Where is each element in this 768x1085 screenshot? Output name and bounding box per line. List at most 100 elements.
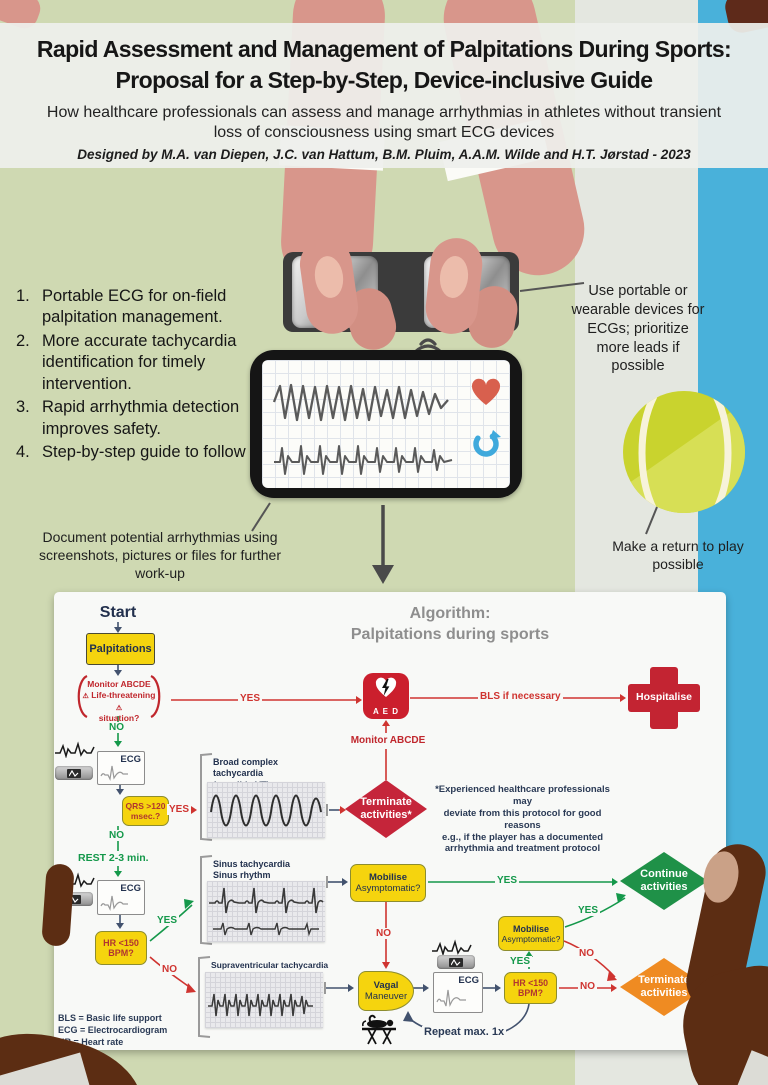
heartbeat-trace-icon: [432, 939, 472, 956]
no-label-hr2: NO: [578, 981, 597, 992]
hr-line1: HR <150: [103, 938, 139, 948]
terminate-line1: Terminate: [638, 973, 690, 986]
note-line1: *Experienced healthcare professionals ma…: [435, 784, 610, 807]
device-window: [449, 957, 463, 967]
yes-label-mobilise2: YES: [576, 905, 601, 916]
list-text: Step-by-step guide to follow: [42, 443, 246, 462]
yes-label-hr1: YES: [155, 915, 180, 926]
vt-waveform: [210, 794, 322, 827]
phone-ecg-trace-top: [272, 383, 449, 422]
monitor-abcde-question: Monitor ABCDE ⚠ Life-threatening ⚠ situa…: [80, 679, 158, 725]
list-item: 4. Step-by-step guide to follow: [16, 442, 250, 463]
hr-line2: BPM?: [518, 988, 543, 998]
ecg-card-icon: ECG: [97, 880, 145, 915]
list-item: 2. More accurate tachycardia identificat…: [16, 331, 250, 395]
broad-line1: Broad complex tachycardia: [213, 757, 279, 779]
algorithm-title: Algorithm: Palpitations during sports: [320, 604, 580, 646]
cross-horizontal: [628, 684, 700, 712]
hr-question-box: HR <150 BPM?: [504, 972, 557, 1004]
continue-line2: activities: [640, 881, 688, 893]
heart-icon: [471, 378, 501, 405]
mobilise-question-box: Mobilise Asymptomatic?: [350, 864, 426, 902]
mobilise-line1: Mobilise: [512, 923, 549, 934]
list-text: Rapid arrhythmia detection improves safe…: [42, 398, 240, 438]
tennis-ball: [623, 391, 745, 513]
sinus-waveform: [209, 887, 324, 937]
list-item: 3. Rapid arrhythmia detection improves s…: [16, 397, 250, 440]
yes-label-qrs: YES: [167, 804, 192, 815]
warning-icon: ⚠: [82, 693, 89, 701]
aed-icon: A E D: [363, 673, 409, 719]
note-line3: e.g., if the player has a documented: [441, 831, 603, 843]
list-number: 3.: [16, 398, 30, 417]
continue-line1: Continue: [640, 867, 688, 880]
document-annotation: Document potential arrhythmias using scr…: [39, 529, 281, 582]
no-label-lifethreatening: NO: [107, 722, 126, 733]
list-number: 1.: [16, 287, 30, 305]
return-to-play-annotation: Make a return to play possible: [612, 538, 744, 573]
start-label: Start: [99, 604, 137, 621]
hr-question-box: HR <150 BPM?: [95, 931, 147, 965]
palpitations-label: Palpitations: [89, 643, 152, 655]
hospitalise-label: Hospitalise: [635, 691, 693, 703]
no-label-qrs: NO: [107, 830, 126, 841]
note-line2: deviate from this protocol for good reas…: [443, 807, 602, 831]
ecg-handheld-device-icon: [55, 766, 93, 780]
aed-heart-bolt-icon: [375, 677, 397, 697]
algorithm-title-line2: Palpitations during sports: [350, 625, 550, 643]
monitor-abcde-label: Monitor ABCDE: [344, 735, 432, 746]
refresh-icon: [473, 430, 501, 457]
vagal-line2: Maneuver: [364, 991, 408, 1002]
list-text: More accurate tachycardia identification…: [42, 331, 237, 393]
terminate-line2: activities: [640, 987, 688, 999]
abbreviation-legend: BLS = Basic life support ECG = Electroca…: [58, 1012, 198, 1048]
ecg-complex-drawing: [436, 989, 466, 1008]
ecg-complex-drawing: [100, 765, 128, 781]
stretcher-icon: [362, 1014, 396, 1045]
ecg-card-label: ECG: [458, 975, 479, 986]
ecg-card-label: ECG: [120, 754, 141, 765]
no-label-mobilise1: NO: [374, 928, 393, 939]
palpitations-box: Palpitations: [86, 633, 155, 665]
no-label-mobilise2: NO: [577, 948, 596, 959]
mobilise-question-box: Mobilise Asymptomatic?: [498, 916, 564, 951]
vt-ecg-strip: [207, 782, 325, 838]
bls-if-necessary-label: BLS if necessary: [478, 691, 563, 702]
mobilise-line2: Asymptomatic?: [355, 883, 421, 894]
rest-label: REST 2-3 min.: [76, 852, 151, 864]
mobilise-line1: Mobilise: [368, 872, 407, 883]
benefits-list: 1. Portable ECG for on-field palpitation…: [16, 286, 250, 466]
aed-label: A E D: [372, 707, 400, 716]
phone-ecg-trace-bottom: [274, 445, 453, 475]
monitor-question-line1: Monitor ABCDE: [87, 679, 151, 689]
page-title: Rapid Assessment and Management of Palpi…: [0, 34, 768, 96]
sinus-label: Sinus tachycardia Sinus rhythm: [213, 859, 325, 882]
warning-icon: ⚠: [115, 704, 123, 712]
legend-bls: BLS = Basic life support: [58, 1013, 162, 1023]
title-line2: Proposal for a Step-by-Step, Device-incl…: [115, 67, 653, 94]
yes-label-mobilise1: YES: [495, 875, 520, 886]
title-line1: Rapid Assessment and Management of Palpi…: [36, 36, 732, 62]
yes-label-hr2: YES: [508, 956, 533, 967]
monitor-question-line3: situation?: [98, 713, 140, 724]
ecg-handheld-device-icon: [437, 955, 475, 969]
yes-label-lifethreatening: YES: [238, 693, 263, 704]
list-number: 2.: [16, 331, 30, 350]
list-item: 1. Portable ECG for on-field palpitation…: [16, 286, 250, 329]
wearable-annotation: Use portable or wearable devices for ECG…: [571, 283, 705, 375]
monitor-question-line2: Life-threatening: [91, 690, 156, 701]
vagal-maneuver-box: Vagal Maneuver: [358, 971, 414, 1011]
heartbeat-trace-icon: [55, 741, 95, 758]
hospital-cross-icon: Hospitalise: [628, 667, 700, 729]
credit-line: Designed by M.A. van Diepen, J.C. van Ha…: [77, 147, 691, 162]
ecg-complex-drawing: [100, 895, 128, 911]
ecg-card-icon: ECG: [97, 751, 145, 785]
list-number: 4.: [16, 443, 30, 462]
monitor-question-line2-row: ⚠ Life-threatening ⚠: [80, 690, 158, 713]
ecg-card-icon: ECG: [433, 972, 483, 1013]
vagal-line1: Vagal: [373, 980, 399, 991]
svt-waveform: [208, 993, 313, 1017]
terminate-red-line1: Terminate: [360, 795, 412, 808]
hr-line1: HR <150: [513, 978, 548, 988]
